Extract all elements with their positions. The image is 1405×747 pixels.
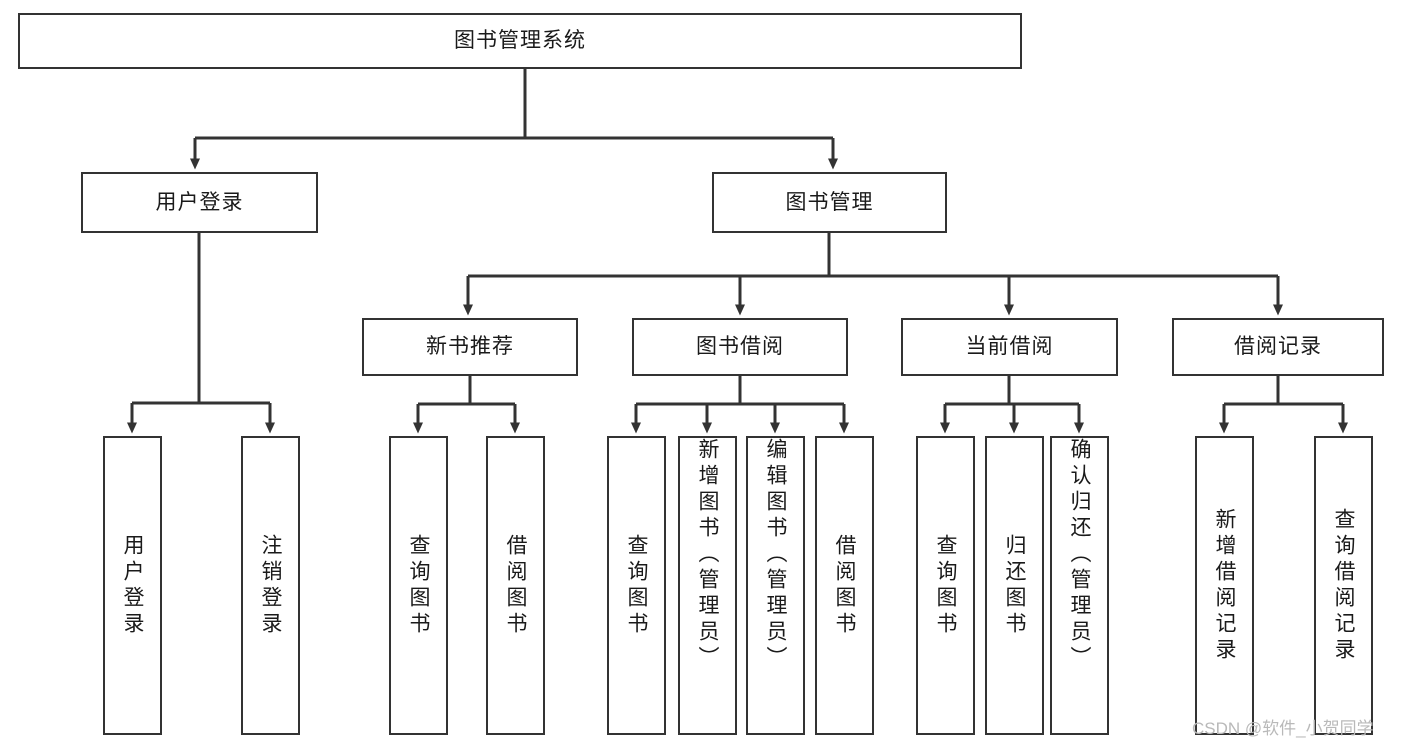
node-borrow-records[interactable]: 借阅记录	[1172, 318, 1384, 376]
leaf-query-books-borrow[interactable]: 查询图书	[607, 436, 666, 735]
leaf-edit-book-admin[interactable]: 编辑图书（管理员）	[746, 436, 805, 735]
leaf-return-books[interactable]: 归还图书	[985, 436, 1044, 735]
leaf-label: 借阅图书	[504, 533, 527, 638]
leaf-add-borrow-record[interactable]: 新增借阅记录	[1195, 436, 1254, 735]
csdn-watermark: CSDN @软件_小贺同学	[1192, 719, 1374, 738]
node-label: 用户登录	[155, 190, 244, 214]
node-label: 图书管理	[785, 190, 874, 214]
node-label: 新书推荐	[426, 335, 514, 359]
leaf-label: 注销登录	[259, 533, 282, 638]
leaf-confirm-return-admin[interactable]: 确认归还（管理员）	[1050, 436, 1109, 735]
leaf-label: 查询借阅记录	[1332, 507, 1355, 664]
leaf-label: 确认归还（管理员）	[1068, 438, 1091, 672]
node-label: 当前借阅	[965, 335, 1054, 359]
node-root-system[interactable]: 图书管理系统	[18, 13, 1022, 69]
leaf-label: 查询图书	[407, 533, 430, 638]
node-current-borrow[interactable]: 当前借阅	[901, 318, 1118, 376]
leaf-query-borrow-record[interactable]: 查询借阅记录	[1314, 436, 1373, 735]
node-book-borrow[interactable]: 图书借阅	[632, 318, 848, 376]
leaf-user-logout[interactable]: 注销登录	[241, 436, 300, 735]
leaf-query-books-current[interactable]: 查询图书	[916, 436, 975, 735]
leaf-borrow-books-recommend[interactable]: 借阅图书	[486, 436, 545, 735]
leaf-label: 查询图书	[934, 533, 957, 638]
node-label: 图书管理系统	[454, 29, 586, 53]
leaf-label: 借阅图书	[833, 533, 856, 638]
leaf-user-login[interactable]: 用户登录	[103, 436, 162, 735]
leaf-query-books-recommend[interactable]: 查询图书	[389, 436, 448, 735]
node-label: 图书借阅	[696, 335, 784, 359]
node-label: 借阅记录	[1234, 335, 1322, 359]
node-book-management[interactable]: 图书管理	[712, 172, 947, 233]
leaf-label: 归还图书	[1003, 533, 1026, 638]
leaf-label: 新增图书（管理员）	[696, 438, 719, 672]
leaf-borrow-books[interactable]: 借阅图书	[815, 436, 874, 735]
leaf-label: 新增借阅记录	[1213, 507, 1236, 664]
node-new-book-recommend[interactable]: 新书推荐	[362, 318, 578, 376]
leaf-label: 用户登录	[121, 533, 144, 638]
leaf-label: 编辑图书（管理员）	[764, 438, 787, 672]
leaf-add-book-admin[interactable]: 新增图书（管理员）	[678, 436, 737, 735]
leaf-label: 查询图书	[625, 533, 648, 638]
node-user-login[interactable]: 用户登录	[81, 172, 318, 233]
